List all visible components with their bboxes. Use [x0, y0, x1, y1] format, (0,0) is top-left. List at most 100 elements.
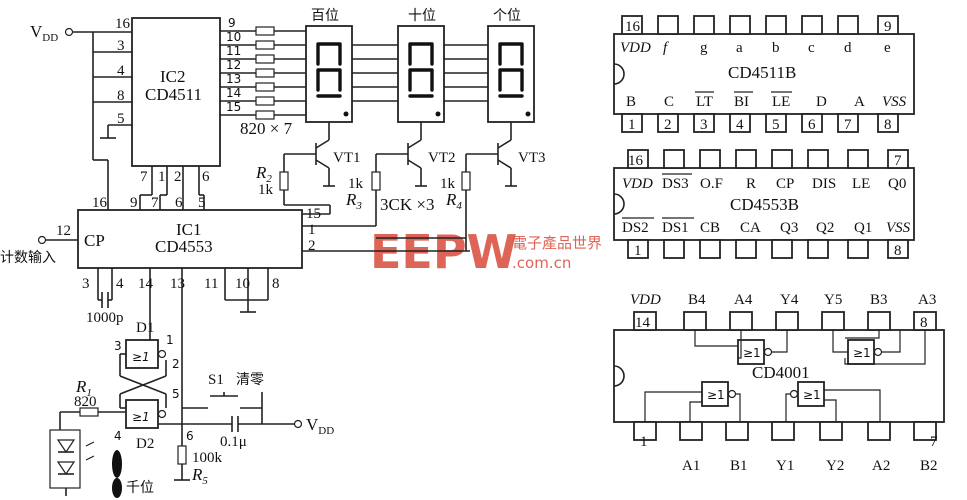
ic1-part: CD4553 — [155, 237, 213, 256]
watermark-url: .com.cn — [512, 254, 571, 272]
cd4553b-bottom-label-2: CB — [700, 220, 720, 236]
cd4553b-pin-16: 16 — [628, 153, 644, 169]
cd4511b-top-label-1: f — [663, 40, 669, 56]
d2-pin-6: 6 — [186, 429, 194, 443]
cd4553b-top-label-4: CP — [776, 176, 794, 192]
cd4553b-name: CD4553B — [730, 195, 799, 214]
cd4511b-bottom-label-7: VSS — [882, 94, 907, 110]
cd4553b-bottom-label-5: Q2 — [816, 220, 834, 236]
cd4553b-bottom-label-3: CA — [740, 220, 761, 236]
cd4553b-top-label-6: LE — [852, 176, 870, 192]
ic2-pin-5: 5 — [117, 111, 125, 127]
cd4001-top-label-4: Y5 — [824, 292, 842, 308]
cd4001-top-label-3: Y4 — [780, 292, 799, 308]
cd4511b-top-label-3: a — [736, 40, 743, 56]
ic1-pin-4: 4 — [116, 276, 124, 292]
gate-d1: ≥1 D1 1 2 3 — [114, 318, 180, 371]
vdd-label-2: VDD — [306, 415, 334, 437]
cd4511b-bottom-label-3: BI — [734, 94, 749, 110]
ic1-pin-1: 1 — [308, 222, 316, 238]
reset-label: 清零 — [236, 372, 264, 388]
ic1-pin-10: 10 — [235, 276, 250, 292]
digit-label-hundreds: 百位 — [311, 8, 339, 24]
ic2-pin-4: 4 — [117, 63, 125, 79]
ic2-pin-15: 15 — [226, 100, 241, 114]
cd4553b-bottom-label-4: Q3 — [780, 220, 798, 236]
vt1-label: VT1 — [333, 150, 361, 166]
cd4511b-bottom-label-1: C — [664, 94, 674, 110]
cd4553b-pin-1: 1 — [634, 243, 642, 259]
r4-value: 1k — [440, 176, 456, 192]
svg-text:≥1: ≥1 — [707, 388, 725, 402]
ic1-pin-6: 6 — [175, 195, 183, 211]
vdd-label: VDD — [30, 22, 58, 44]
cd4001-pin-1: 1 — [640, 434, 648, 450]
resistor-r3: 1k R3 — [345, 154, 381, 226]
ic1-pin-12: 12 — [56, 223, 71, 239]
cd4001-pin-7: 7 — [930, 434, 938, 450]
cd4511b-pin-16: 16 — [625, 19, 641, 35]
ic2-pin-10: 10 — [226, 30, 241, 44]
vt2-label: VT2 — [428, 150, 456, 166]
ic2-pin-16: 16 — [115, 16, 131, 32]
switch-s1: S1 清零 — [182, 372, 264, 424]
cd4001-bottom-label-4: A2 — [872, 458, 890, 474]
cd4553b-top-label-2: O.F — [700, 176, 723, 192]
count-input-label: 计数输入 — [0, 250, 56, 266]
cd4511b-bottom-label-6: A — [854, 94, 865, 110]
cd4001-top-label-6: A3 — [918, 292, 936, 308]
cd4001-top-label-0: VDD — [630, 292, 661, 308]
r1-label: R1 — [75, 377, 92, 399]
cd4511b-pin-5: 5 — [772, 117, 780, 133]
cd4511b-pinout: 16 9 VDD f g a b c d e CD4511B B C LT BI… — [613, 15, 915, 133]
cd4001-pin-8: 8 — [920, 315, 928, 331]
ic2-pin-7b: 7 — [140, 169, 148, 185]
cap2-value: 0.1μ — [220, 434, 247, 450]
d2-pin-4: 4 — [114, 429, 122, 443]
cd4001-bottom-label-3: Y2 — [826, 458, 844, 474]
cd4553b-top-label-5: DIS — [812, 176, 836, 192]
cd4001-name: CD4001 — [752, 363, 810, 382]
resistor-r4: 1k R4 — [440, 154, 471, 238]
capacitor-01u: 0.1μ VDD — [182, 415, 334, 450]
ic1-pin-7: 7 — [151, 195, 159, 211]
ic1-pin-13: 13 — [170, 276, 185, 292]
display-units: 个位 — [487, 8, 535, 123]
thousands-label: 千位 — [126, 480, 154, 496]
watermark-cn: 電子產品世界 — [512, 234, 602, 252]
svg-text:≥1: ≥1 — [743, 346, 761, 360]
resistor-r5: 100k R5 — [174, 424, 223, 487]
watermark-logo: EEPW — [370, 225, 517, 279]
cd4511b-top-label-5: c — [808, 40, 815, 56]
cd4553b-top-label-0: VDD — [622, 176, 653, 192]
ic2-pin-12: 12 — [226, 58, 241, 72]
ic1-name: IC1 — [176, 220, 202, 239]
capacitor-1000p: 1000p — [86, 292, 124, 326]
cd4553b-pin-7: 7 — [894, 153, 902, 169]
cd4511b-top-label-6: d — [844, 40, 852, 56]
cd4511b-top-label-4: b — [772, 40, 780, 56]
svg-text:≥1: ≥1 — [803, 388, 821, 402]
cd4553b-pin-8: 8 — [894, 243, 902, 259]
s1-label: S1 — [208, 372, 224, 388]
cd4001-pin-14: 14 — [635, 315, 651, 331]
eepw-watermark: EEPW 電子產品世界 .com.cn — [370, 225, 602, 279]
ic1-pin-15: 15 — [306, 206, 321, 222]
d1-pin-2: 2 — [172, 357, 180, 371]
cd4553b-top-label-7: Q0 — [888, 176, 906, 192]
ic2-pin-13: 13 — [226, 72, 241, 86]
d2-pin-5: 5 — [172, 387, 180, 401]
d2-label: D2 — [136, 436, 154, 452]
r1-value: 820 — [74, 394, 97, 410]
cd4511b-pin-8: 8 — [884, 117, 892, 133]
cd4553b-top-label-1: DS3 — [662, 176, 689, 192]
ic2-pin-1b: 1 — [158, 169, 166, 185]
r4-label: R4 — [445, 190, 462, 212]
ic2-cd4511: IC2 CD4511 16 3 4 8 5 9 10 11 12 13 14 1… — [92, 16, 493, 195]
cd4511b-pin-3: 3 — [700, 117, 708, 133]
cd4001-top-label-5: B3 — [870, 292, 888, 308]
ic2-pin-6b: 6 — [202, 169, 210, 185]
display-tens: 十位 — [397, 8, 445, 123]
resistor-r1: R1 820 — [60, 377, 126, 417]
